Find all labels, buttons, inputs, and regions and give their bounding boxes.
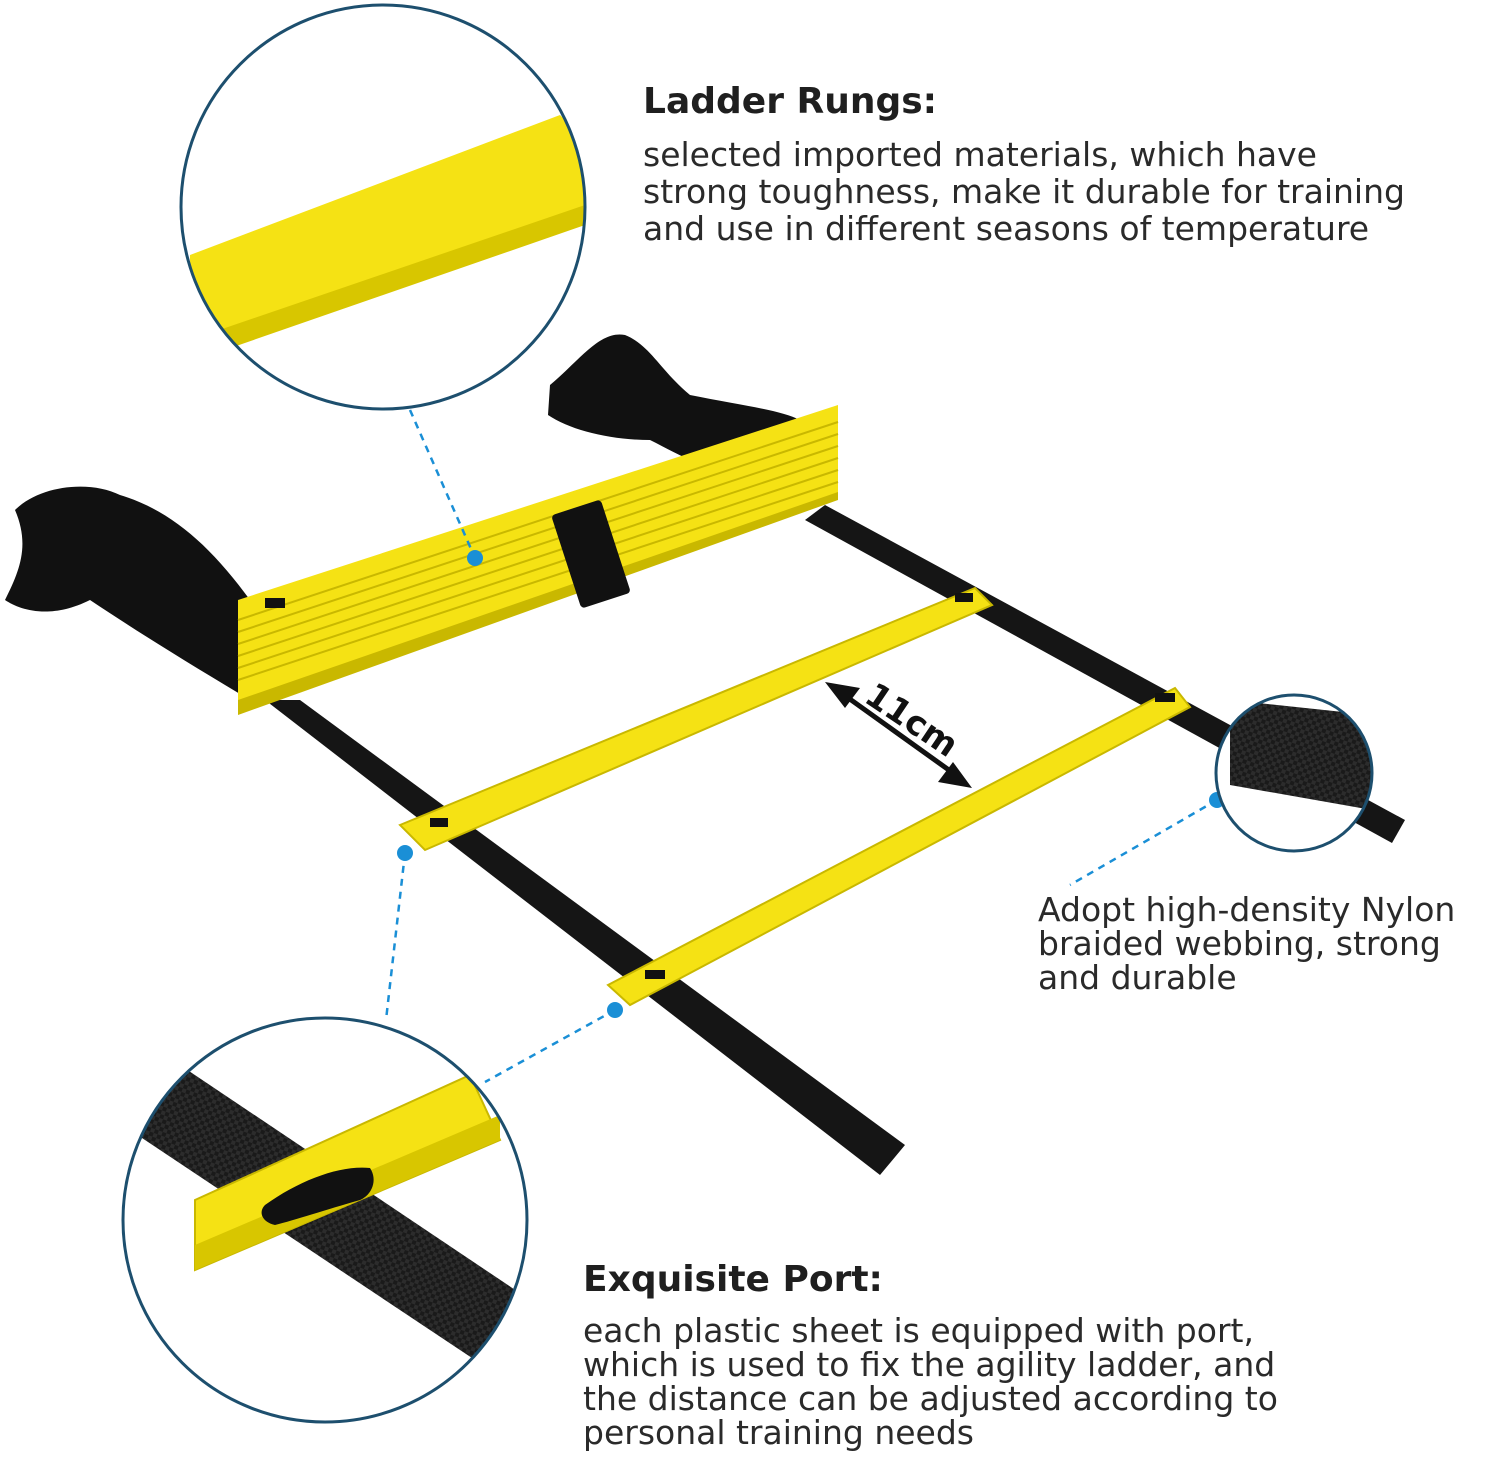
exquisite-port-description: each plastic sheet is equipped with port… <box>583 1311 1278 1452</box>
webbing-callout: Adopt high-density Nylon braided webbing… <box>1038 893 1493 995</box>
ladder-rungs-description: selected imported materials, which have … <box>643 135 1405 248</box>
webbing-description: Adopt high-density Nylon braided webbing… <box>1038 890 1456 997</box>
exquisite-port-title: Exquisite Port: <box>583 1259 883 1300</box>
strap-bundle-left <box>5 486 250 700</box>
double-arrow-icon <box>825 682 972 788</box>
zoom-circle-port-icon <box>121 1016 529 1424</box>
ladder-rungs-callout: Ladder Rungs: selected imported material… <box>643 80 1488 247</box>
exquisite-port-callout: Exquisite Port: each plastic sheet is eq… <box>583 1258 1343 1450</box>
rung-lower <box>606 686 1192 1007</box>
stacked-rungs <box>237 405 839 715</box>
zoom-circle-rung-icon <box>179 3 587 411</box>
zoom-circle-webbing-icon <box>1214 693 1374 853</box>
rung-middle <box>398 586 994 852</box>
ladder-rungs-title: Ladder Rungs: <box>643 81 938 122</box>
leader-lines <box>384 409 1218 1084</box>
